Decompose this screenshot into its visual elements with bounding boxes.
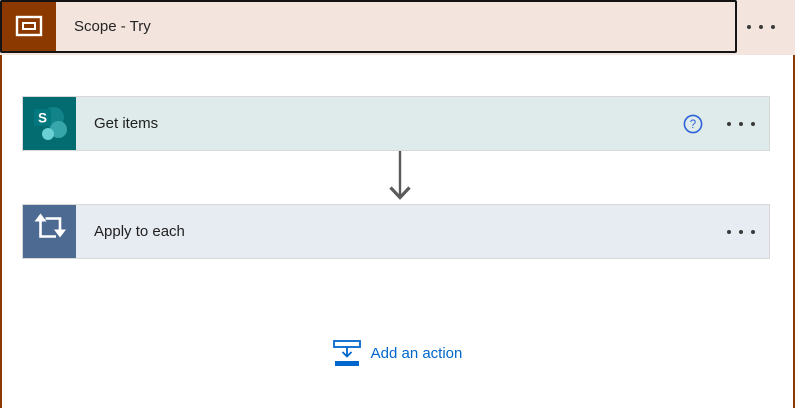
help-question-icon: ?: [683, 114, 703, 133]
svg-text:?: ?: [690, 119, 696, 131]
action-title: Get items: [94, 115, 159, 132]
more-options-icon: [739, 121, 743, 126]
arrow-down-icon: [389, 151, 411, 200]
action-more-options-button[interactable]: [727, 116, 755, 132]
add-an-action-label: Add an action: [370, 344, 463, 362]
scope-right-border: [793, 0, 795, 408]
more-options-icon: [727, 229, 731, 234]
more-options-icon: [727, 121, 731, 126]
connector-arrow: [384, 149, 416, 209]
scope-nested-rectangle-icon: [15, 15, 43, 37]
action-card-apply-to-each[interactable]: Apply to each: [22, 204, 770, 259]
more-options-icon: [747, 25, 751, 29]
help-button[interactable]: ?: [683, 114, 703, 134]
sharepoint-icon: S: [23, 97, 76, 150]
scope-title-bar[interactable]: Scope - Try: [0, 0, 737, 53]
more-options-icon: [739, 229, 743, 234]
apply-to-each-loop-icon: [23, 205, 76, 258]
more-options-icon: [759, 25, 763, 29]
more-options-icon: [751, 121, 755, 126]
scope-icon: [2, 2, 56, 51]
scope-title: Scope - Try: [74, 18, 151, 35]
add-action-insert-icon: [332, 339, 361, 366]
action-card-get-items[interactable]: S Get items ?: [22, 96, 770, 151]
more-options-icon: [771, 25, 775, 29]
more-options-icon: [751, 229, 755, 234]
action-more-options-button[interactable]: [727, 224, 755, 240]
scope-more-options-button[interactable]: [735, 15, 787, 39]
svg-text:S: S: [38, 111, 47, 126]
add-an-action-button[interactable]: Add an action: [0, 338, 795, 368]
scope-left-border: [0, 0, 2, 408]
action-title: Apply to each: [94, 223, 185, 240]
